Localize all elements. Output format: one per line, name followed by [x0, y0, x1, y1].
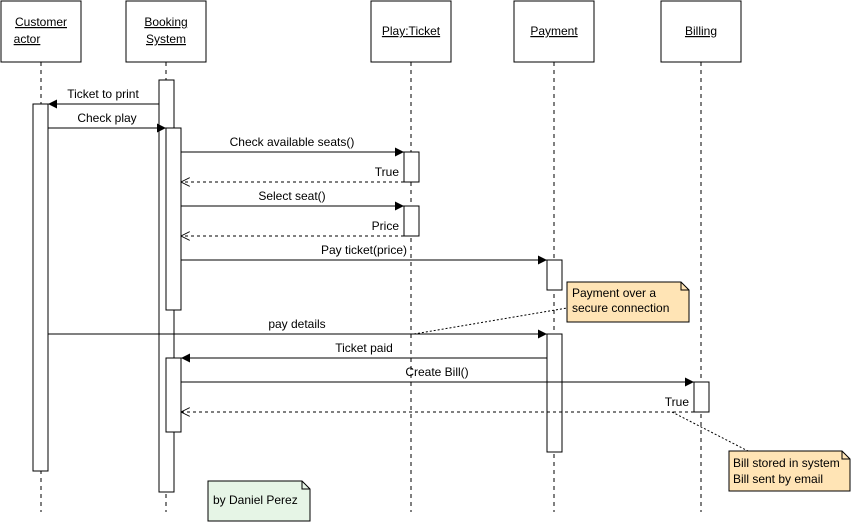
message-check-play: Check play: [77, 111, 136, 125]
payment-note-line1: Payment over a: [572, 286, 656, 300]
return-true-2: True: [665, 395, 690, 409]
customer-label-line2: actor: [14, 32, 41, 46]
return-true-1: True: [375, 165, 400, 179]
billing-participant: Billing: [660, 0, 742, 63]
message-pay-details: pay details: [268, 317, 325, 331]
customer-participant: Customer actor: [0, 0, 82, 63]
billing-note-line2: Bill sent by email: [733, 472, 823, 486]
customer-label-line1: Customer: [15, 15, 67, 29]
payment-activation-2: [546, 333, 563, 453]
message-ticket-paid: Ticket paid: [335, 341, 393, 355]
booking-label-line1: Booking: [144, 15, 187, 29]
billing-note-line1: Bill stored in system: [733, 456, 840, 470]
payment-participant: Payment: [513, 0, 595, 63]
booking-participant: Booking System: [125, 0, 207, 63]
billing-note: Bill stored in system Bill sent by email: [728, 450, 851, 492]
payment-note: Payment over a secure connection: [566, 281, 690, 323]
play-ticket-label: Play:Ticket: [382, 24, 441, 38]
play-ticket-participant: Play:Ticket: [370, 0, 452, 63]
billing-label: Billing: [685, 24, 717, 38]
return-price: Price: [372, 219, 400, 233]
message-check-available-seats: Check available seats(): [230, 135, 355, 149]
booking-activation-2: [165, 357, 182, 433]
author-note: by Daniel Perez: [207, 480, 311, 522]
payment-activation-1: [546, 259, 563, 291]
payment-note-link: [413, 307, 568, 335]
payment-label: Payment: [530, 24, 578, 38]
customer-activation: [32, 103, 49, 472]
play-ticket-activation-2: [403, 205, 420, 237]
payment-note-line2: secure connection: [572, 301, 669, 315]
message-pay-ticket: Pay ticket(price): [321, 243, 407, 257]
billing-activation: [693, 381, 710, 413]
booking-label-line2: System: [146, 32, 186, 46]
message-select-seat: Select seat(): [258, 189, 325, 203]
message-ticket-to-print: Ticket to print: [67, 87, 139, 101]
booking-activation-1: [165, 127, 182, 311]
billing-note-link: [671, 411, 749, 452]
message-create-bill: Create Bill(): [405, 365, 468, 379]
author-note-text: by Daniel Perez: [213, 493, 298, 507]
play-ticket-activation-1: [403, 151, 420, 183]
